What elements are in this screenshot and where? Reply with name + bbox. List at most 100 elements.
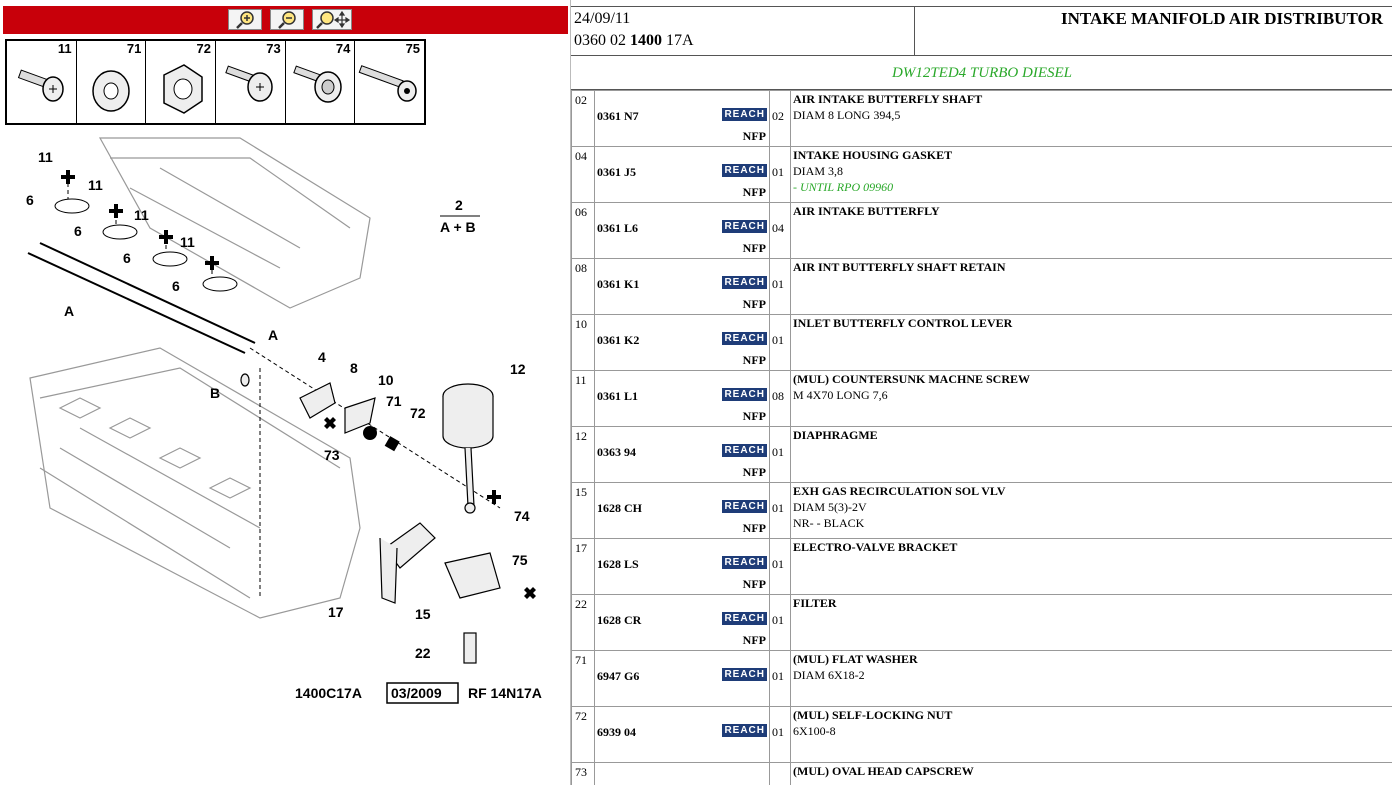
thumbnail-74[interactable]: 74 [286,41,356,123]
part-detail: DIAM 5(3)-2V [793,500,867,514]
part-ref[interactable]: 1628 LS [597,557,639,571]
exploded-parts-diagram: 11 6 11 6 11 6 11 6 2 A + B A A B 4 8 10… [26,137,542,704]
callout-8: 8 [350,360,358,376]
callout-10: 10 [378,372,394,388]
part-ref[interactable]: 0361 K1 [597,277,640,291]
item-index: 06 [575,205,587,219]
part-title: (MUL) SELF-LOCKING NUT [793,708,953,722]
thumbnail-72[interactable]: 72 [146,41,217,123]
callout-a-plus-b: A + B [440,219,476,235]
zoom-out-icon [278,11,296,29]
qty-cell: 01 [769,426,791,483]
thumbnail-number: 72 [196,41,212,56]
item-index: 17 [575,541,587,555]
part-ref[interactable]: 1628 CR [597,613,642,627]
parts-header: 24/09/11 0360 02 1400 17A INTAKE MANIFOL… [571,6,1392,56]
reach-badge[interactable]: REACH [722,388,767,401]
thumbnail-71[interactable]: 71 [77,41,147,123]
nfp-label: NFP [742,353,766,367]
table-row[interactable]: 72 6939 04 REACH 01 (MUL) SELF-LOCKING NUT 6X… [571,706,1392,763]
thumbnail-73[interactable]: 73 [216,41,286,123]
part-ref[interactable]: 0361 L1 [597,389,639,403]
part-desc-cell: INLET BUTTERFLY CONTROL LEVER [790,314,1392,371]
parts-list-panel: 24/09/11 0360 02 1400 17A INTAKE MANIFOL… [570,0,1392,785]
part-qty: 01 [772,725,784,739]
part-ref[interactable]: 0363 94 [597,445,636,459]
flanged-screw-icon [292,65,342,103]
thumbnail-75[interactable]: 75 [355,41,424,123]
nfp-label: NFP [742,241,766,255]
part-ref[interactable]: 0361 K2 [597,333,640,347]
reach-badge[interactable]: REACH [722,332,767,345]
diagram-date: 03/2009 [391,685,442,701]
callout-72: 72 [410,405,426,421]
diagram-code: 1400C17A [295,685,362,701]
reach-badge[interactable]: REACH [722,108,767,121]
table-row[interactable]: 73(MUL) OVAL HEAD CAPSCREW [571,762,1392,785]
thumbnail-number: 74 [335,41,351,56]
qty-cell: 08 [769,370,791,427]
part-desc-cell: (MUL) OVAL HEAD CAPSCREW [790,762,1392,785]
part-ref[interactable]: 0361 J5 [597,165,636,179]
reach-badge[interactable]: REACH [722,444,767,457]
callout-11: 11 [38,149,53,165]
item-index-cell: 71 [571,650,595,707]
zoom-in-button[interactable] [228,9,262,30]
qty-cell: 01 [769,594,791,651]
part-title: ELECTRO-VALVE BRACKET [793,540,958,554]
callout-6: 6 [26,192,34,208]
part-ref[interactable]: 1628 CH [597,501,642,515]
part-ref[interactable]: 6939 04 [597,725,636,739]
part-ref[interactable]: 0361 N7 [597,109,639,123]
reach-badge[interactable]: REACH [722,164,767,177]
item-index-cell: 04 [571,146,595,203]
item-index: 08 [575,261,587,275]
callout-11: 11 [88,177,103,193]
fastener-thumbnails: 11 71 72 73 74 75 [5,39,426,125]
reach-badge[interactable]: REACH [722,724,767,737]
part-title: (MUL) FLAT WASHER [793,652,918,666]
callout-74: 74 [514,508,530,524]
item-index: 72 [575,709,587,723]
part-qty: 01 [772,333,784,347]
qty-cell: 01 [769,482,791,539]
part-title: DIAPHRAGME [793,428,878,442]
reach-badge[interactable]: REACH [722,276,767,289]
nfp-label: NFP [742,185,766,199]
reach-badge[interactable]: REACH [722,220,767,233]
qty-cell: 01 [769,258,791,315]
reach-badge[interactable]: REACH [722,612,767,625]
reach-badge[interactable]: REACH [722,500,767,513]
zoom-in-icon [236,11,254,29]
thumbnail-number: 71 [126,41,142,56]
part-detail: M 4X70 LONG 7,6 [793,388,888,402]
part-detail: 6X100-8 [793,724,836,738]
part-desc-cell: FILTER [790,594,1392,651]
part-ref[interactable]: 6947 G6 [597,669,640,683]
zoom-pan-button[interactable] [312,9,352,30]
reach-badge[interactable]: REACH [722,668,767,681]
part-ref-cell [594,762,770,785]
reach-badge[interactable]: REACH [722,556,767,569]
part-desc-cell: AIR INTAKE BUTTERFLY [790,202,1392,259]
callout-71: 71 [386,393,402,409]
zoom-out-button[interactable] [270,9,304,30]
thumbnail-11[interactable]: 11 [7,41,77,123]
qty-cell: 01 [769,146,791,203]
part-ref[interactable]: 0361 L6 [597,221,639,235]
part-title: (MUL) OVAL HEAD CAPSCREW [793,764,974,778]
